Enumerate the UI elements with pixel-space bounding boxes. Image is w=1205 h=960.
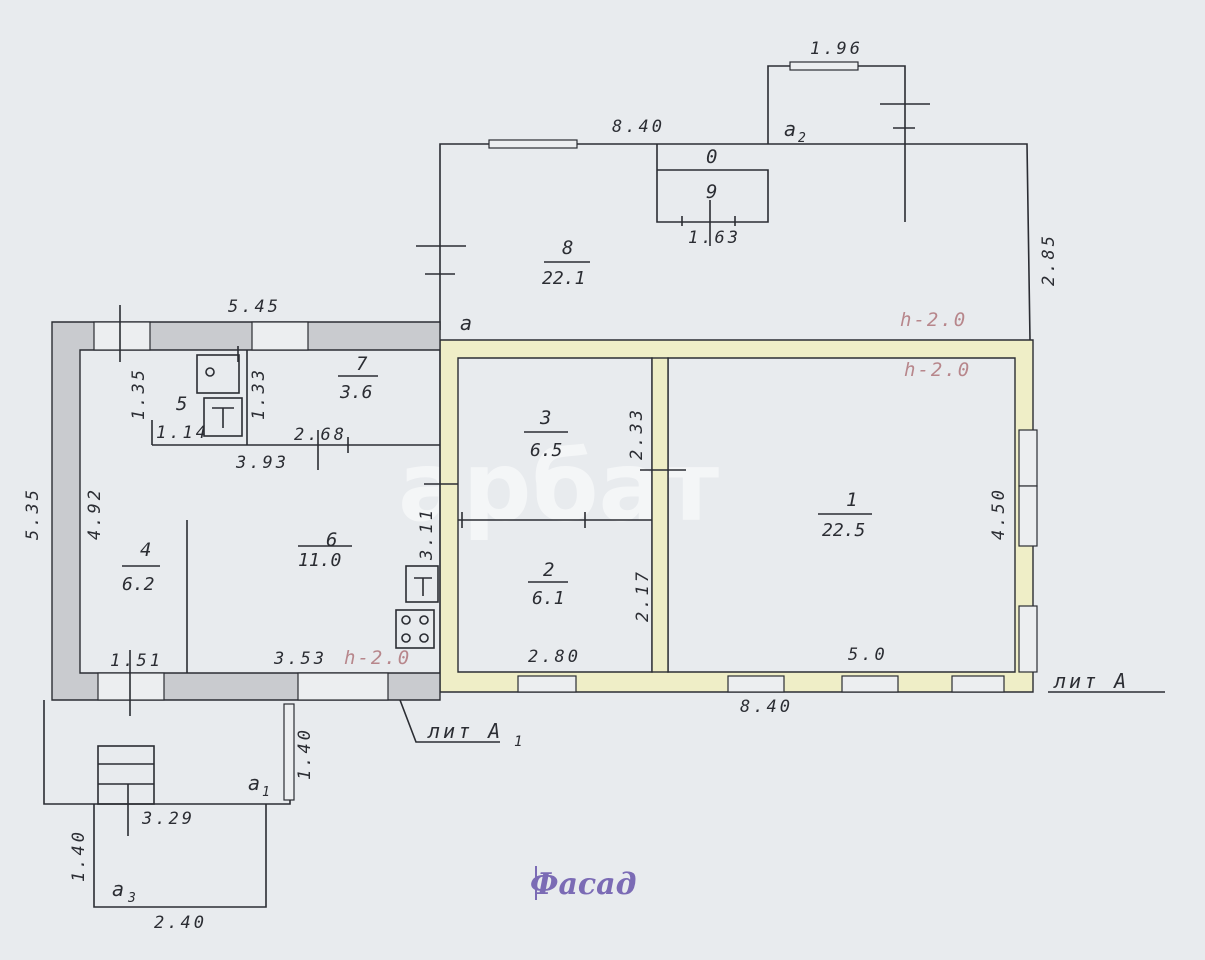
dim-room5-height: 1.35 (129, 367, 149, 420)
stamp-fasad: Фасад (530, 867, 636, 902)
dim-room4-width: 1.51 (110, 651, 163, 671)
room-6-label: 6 11.0 (298, 529, 352, 571)
svg-text:6.1: 6.1 (532, 588, 565, 609)
svg-text:11.0: 11.0 (298, 550, 341, 571)
svg-text:7: 7 (356, 353, 368, 375)
svg-text:2: 2 (543, 559, 554, 581)
svg-text:1: 1 (262, 785, 273, 800)
room-8-label: 8 22.1 (542, 237, 590, 289)
height-label-main: h-2.0 (904, 359, 971, 381)
room-4-label: 4 6.2 (122, 539, 160, 595)
svg-text:3: 3 (127, 891, 139, 906)
room-9-label: 9 (706, 181, 717, 203)
dim-room1-width: 5.0 (848, 645, 888, 665)
room-3-label: 3 6.5 (524, 407, 568, 461)
svg-text:3: 3 (539, 407, 551, 429)
svg-text:1: 1 (514, 734, 525, 750)
dim-room7-height: 1.33 (249, 367, 269, 420)
annex-partitions (129, 350, 458, 716)
svg-text:лит А: лит А (427, 719, 503, 743)
height-label-veranda: h-2.0 (900, 309, 967, 331)
dim-room5-width: 1.14 (156, 423, 209, 443)
dim-top-wing: 1.96 (810, 39, 863, 59)
dim-annex-top: 5.45 (228, 297, 281, 317)
annex-walls (51, 305, 441, 701)
dim-porch-a3-width: 3.29 (141, 809, 195, 829)
dim-porch-a3-height: 1.40 (69, 829, 89, 882)
dim-main-width: 8.40 (740, 697, 793, 717)
dim-room7-width: 2.68 (294, 425, 347, 445)
svg-text:5: 5 (176, 393, 187, 415)
dim-room6-width: 3.93 (235, 453, 289, 473)
dim-veranda-depth: 2.85 (1039, 233, 1059, 286)
label-a: а (460, 311, 475, 335)
svg-text:а: а (784, 117, 799, 141)
svg-text:8: 8 (562, 237, 573, 259)
dim-room2-width: 2.80 (528, 647, 581, 667)
room-7-label: 7 3.6 (338, 353, 378, 403)
height-label-annex: h-2.0 (344, 647, 411, 669)
dim-room4-height: 4.92 (85, 487, 105, 540)
room-9-outline (656, 144, 769, 246)
svg-text:4: 4 (140, 539, 151, 561)
dim-room6-height: 3.11 (417, 507, 437, 561)
label-a1: а 1 (248, 771, 273, 800)
svg-text:а: а (248, 771, 263, 795)
dim-veranda-width: 8.40 (612, 117, 665, 137)
dim-room3-height: 2.33 (627, 407, 647, 460)
label-a2: а 2 (784, 117, 809, 146)
main-house-walls (439, 339, 1038, 693)
svg-text:а: а (112, 877, 127, 901)
svg-text:2: 2 (798, 131, 809, 146)
label-a3: а 3 (112, 877, 139, 906)
dim-room9-width: 1.63 (688, 228, 741, 248)
dim-porch-a1: 1.40 (295, 727, 315, 780)
room-5-label: 5 (176, 393, 187, 415)
dim-room6-bottom: 3.53 (273, 649, 327, 669)
svg-text:9: 9 (706, 181, 717, 203)
svg-text:6.2: 6.2 (122, 574, 155, 595)
room-1-label: 1 22.5 (818, 489, 872, 541)
svg-text:6.5: 6.5 (530, 440, 563, 461)
porch-a3-outline (43, 700, 295, 908)
svg-text:3.6: 3.6 (339, 382, 373, 403)
label-lit-a: лит А (1053, 669, 1129, 693)
label-lit-a1: лит А 1 (427, 719, 525, 750)
annex-fixtures (196, 354, 439, 649)
room-o-label: 0 (706, 146, 717, 168)
veranda-outline (416, 61, 1031, 341)
room-2-label: 2 6.1 (528, 559, 568, 609)
dim-room2-height: 2.17 (633, 569, 653, 622)
svg-text:6: 6 (326, 529, 337, 551)
svg-text:22.5: 22.5 (822, 520, 865, 541)
leader-lines (399, 691, 1165, 743)
dim-porch-a3-bottom: 2.40 (154, 913, 207, 933)
dim-annex-height: 5.35 (23, 487, 43, 540)
dim-room1-height: 4.50 (989, 487, 1009, 540)
svg-text:1: 1 (846, 489, 857, 511)
svg-text:22.1: 22.1 (542, 268, 585, 289)
